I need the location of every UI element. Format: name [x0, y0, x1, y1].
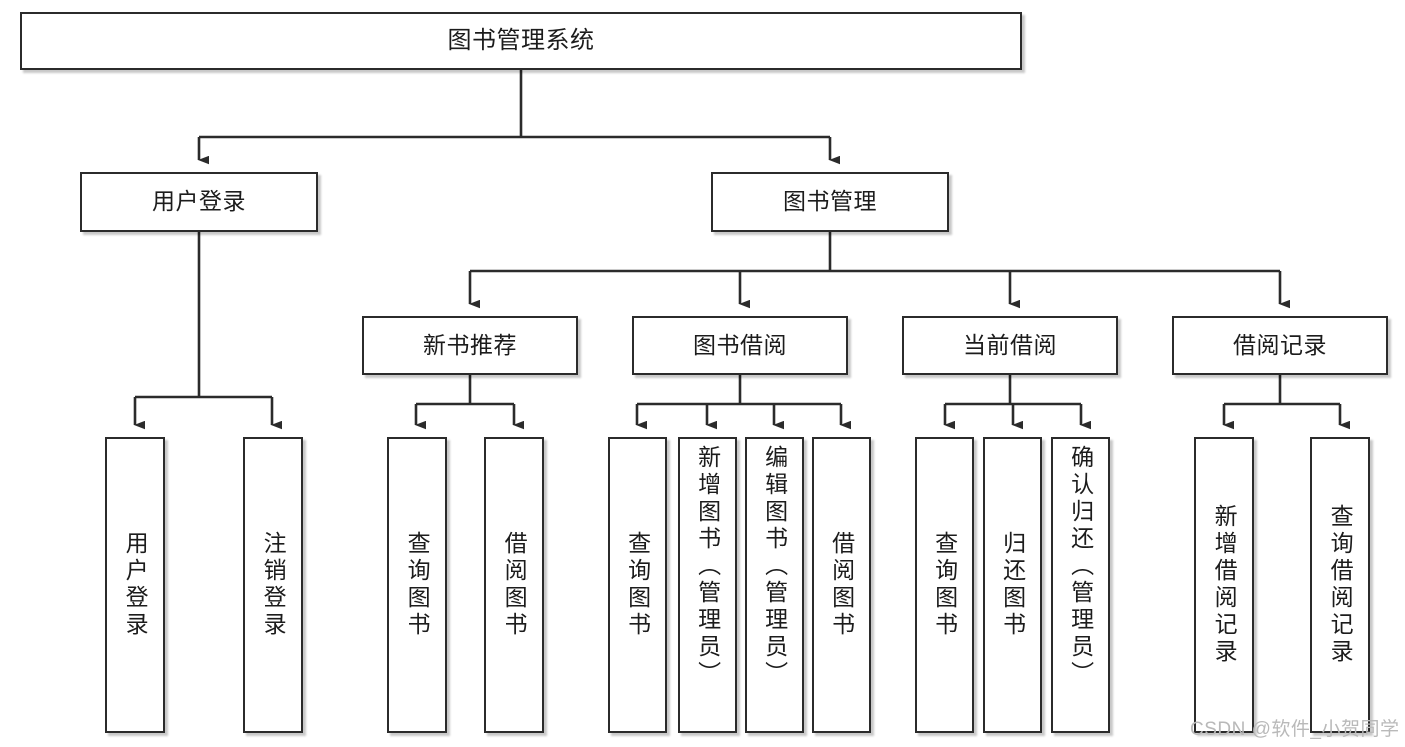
node-label: 图书管理 [783, 188, 877, 215]
node-label: 编辑图书（管理员） [761, 445, 788, 688]
node-label: 当前借阅 [963, 331, 1057, 358]
leaf-logout[interactable]: 注销登录 [243, 437, 303, 733]
leaf-current-confirm-return-admin[interactable]: 确认归还（管理员） [1051, 437, 1110, 733]
node-borrow-record[interactable]: 借阅记录 [1172, 316, 1388, 375]
node-user-login[interactable]: 用户登录 [80, 172, 318, 232]
node-label: 用户登录 [122, 531, 149, 639]
node-label: 确认归还（管理员） [1067, 445, 1094, 688]
leaf-borrow-query-book[interactable]: 查询图书 [608, 437, 667, 733]
node-label: 查询图书 [404, 531, 431, 639]
node-root-system[interactable]: 图书管理系统 [20, 12, 1022, 70]
node-label: 注销登录 [260, 531, 287, 639]
leaf-record-query-borrow-record[interactable]: 查询借阅记录 [1310, 437, 1370, 733]
node-current-borrow[interactable]: 当前借阅 [902, 316, 1118, 375]
node-label: 借阅图书 [828, 531, 855, 639]
node-label: 查询图书 [624, 531, 651, 639]
node-label: 新增图书（管理员） [694, 445, 721, 688]
node-label: 归还图书 [999, 531, 1026, 639]
node-label: 借阅记录 [1233, 331, 1327, 358]
node-book-borrow[interactable]: 图书借阅 [632, 316, 848, 375]
leaf-borrow-borrow-book[interactable]: 借阅图书 [812, 437, 871, 733]
node-new-book-recommend[interactable]: 新书推荐 [362, 316, 578, 375]
node-label: 查询图书 [931, 531, 958, 639]
leaf-borrow-add-book-admin[interactable]: 新增图书（管理员） [678, 437, 737, 733]
node-label: 新增借阅记录 [1211, 504, 1238, 666]
node-label: 新书推荐 [423, 331, 517, 358]
leaf-current-query-book[interactable]: 查询图书 [915, 437, 974, 733]
node-label: 图书借阅 [693, 331, 787, 358]
node-label: 图书管理系统 [447, 26, 595, 54]
leaf-recommend-query-book[interactable]: 查询图书 [387, 437, 447, 733]
leaf-recommend-borrow-book[interactable]: 借阅图书 [484, 437, 544, 733]
node-label: 借阅图书 [501, 531, 528, 639]
leaf-borrow-edit-book-admin[interactable]: 编辑图书（管理员） [745, 437, 804, 733]
leaf-record-add-borrow-record[interactable]: 新增借阅记录 [1194, 437, 1254, 733]
leaf-user-login[interactable]: 用户登录 [105, 437, 165, 733]
node-label: 用户登录 [152, 188, 246, 215]
node-book-management[interactable]: 图书管理 [711, 172, 949, 232]
csdn-watermark: CSDN @软件_小贺同学 [1190, 719, 1400, 740]
leaf-current-return-book[interactable]: 归还图书 [983, 437, 1042, 733]
node-label: 查询借阅记录 [1327, 504, 1354, 666]
